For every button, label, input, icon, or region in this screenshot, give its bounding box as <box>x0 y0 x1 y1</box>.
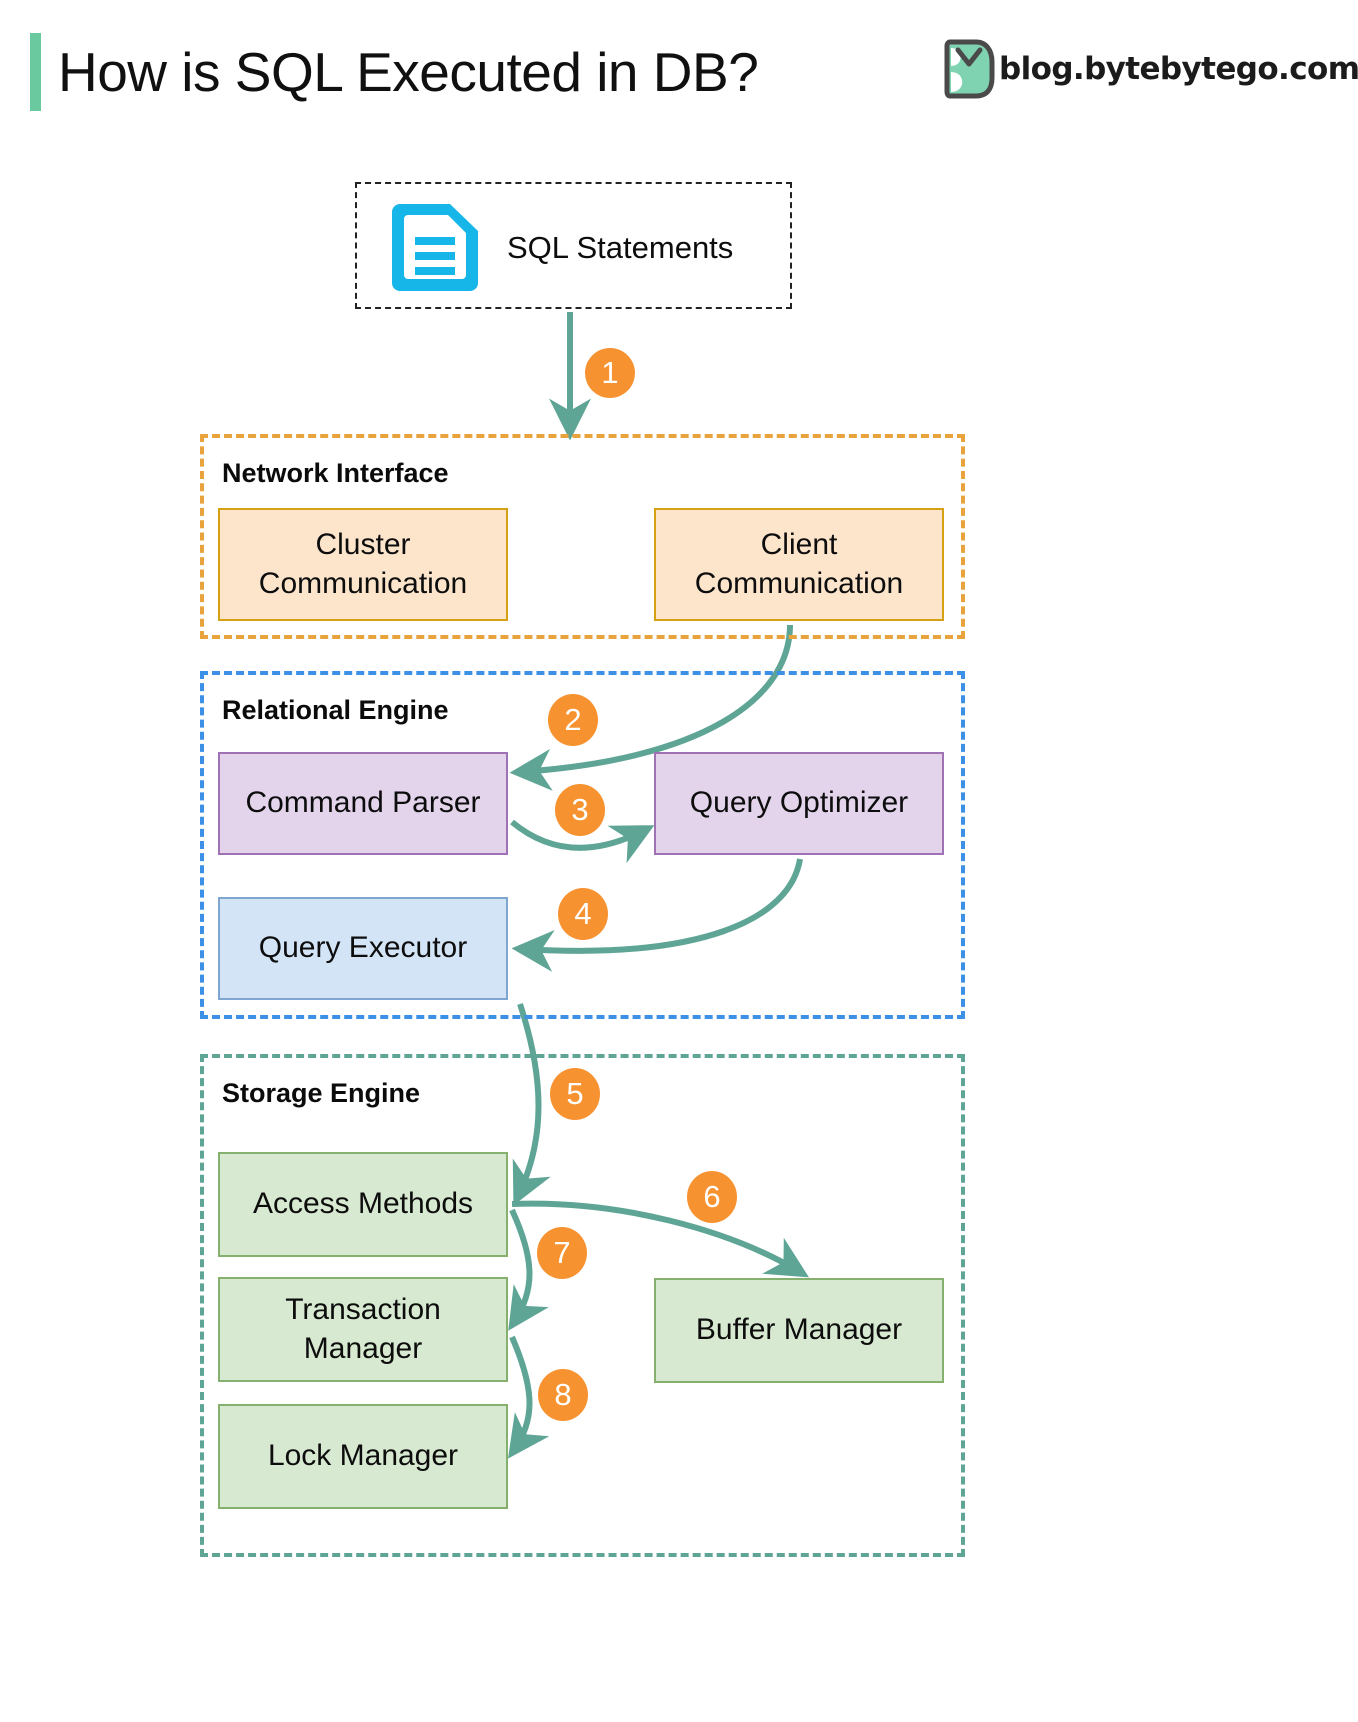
title-accent-bar <box>30 33 41 111</box>
sql-statements-label: SQL Statements <box>507 229 734 265</box>
document-icon <box>392 204 478 291</box>
step-badge-4: 4 <box>558 888 608 940</box>
node-cluster-communication[interactable]: Cluster Communication <box>218 508 508 621</box>
group-relational-engine-title: Relational Engine <box>222 695 449 725</box>
brand-watermark: blog.bytebytego.com <box>944 36 1358 102</box>
group-relational-engine: Relational Engine <box>200 671 965 1019</box>
node-transaction-manager[interactable]: Transaction Manager <box>218 1277 508 1382</box>
brand-text: blog.bytebytego.com <box>999 51 1358 87</box>
step-badge-3: 3 <box>555 784 605 836</box>
node-client-communication[interactable]: Client Communication <box>654 508 944 621</box>
node-lock-manager[interactable]: Lock Manager <box>218 1404 508 1509</box>
node-query-optimizer[interactable]: Query Optimizer <box>654 752 944 855</box>
page-header: How is SQL Executed in DB? blog.bytebyte… <box>0 0 1358 140</box>
node-buffer-manager[interactable]: Buffer Manager <box>654 1278 944 1383</box>
node-command-parser[interactable]: Command Parser <box>218 752 508 855</box>
group-network-interface-title: Network Interface <box>222 458 449 488</box>
group-storage-engine-title: Storage Engine <box>222 1078 421 1108</box>
sql-statements-group: SQL Statements <box>355 182 792 309</box>
step-badge-5: 5 <box>550 1068 600 1120</box>
node-query-executor[interactable]: Query Executor <box>218 897 508 1000</box>
group-network-interface: Network Interface <box>200 434 965 639</box>
step-badge-2: 2 <box>548 694 598 746</box>
node-access-methods[interactable]: Access Methods <box>218 1152 508 1257</box>
step-badge-8: 8 <box>538 1369 588 1421</box>
step-badge-1: 1 <box>585 348 635 398</box>
page-title: How is SQL Executed in DB? <box>58 41 759 103</box>
step-badge-7: 7 <box>537 1227 587 1279</box>
group-storage-engine: Storage Engine <box>200 1054 965 1557</box>
step-badge-6: 6 <box>687 1171 737 1223</box>
bytebytego-logo-icon <box>944 39 995 99</box>
